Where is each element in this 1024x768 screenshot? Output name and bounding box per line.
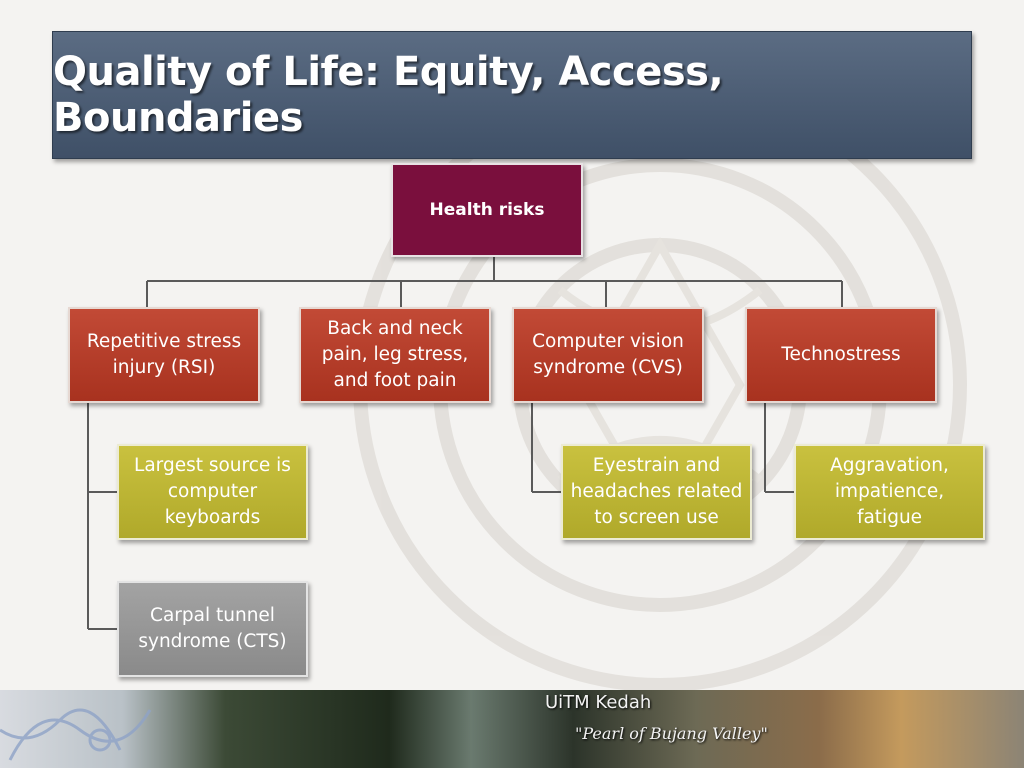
category-node-technostress: Technostress [745,307,937,403]
detail-node-cts: Carpal tunnel syndrome (CTS) [117,581,308,677]
root-label: Health risks [429,200,545,220]
detail-label: Largest source is computer keyboards [134,455,291,528]
category-label: Repetitive stress injury (RSI) [86,331,242,378]
detail-label: Eyestrain and headaches related to scree… [570,455,743,528]
detail-label: Aggravation, impatience, fatigue [830,455,949,528]
category-node-rsi: Repetitive stress injury (RSI) [68,307,260,403]
slide-title: Quality of Life: Equity, Access, Boundar… [53,49,724,141]
category-label: Back and neck pain, leg stress, and foot… [321,318,469,391]
category-label: Technostress [781,344,901,365]
root-node-health-risks: Health risks [391,163,583,257]
category-label: Computer vision syndrome (CVS) [532,331,684,378]
title-bar: Quality of Life: Equity, Access, Boundar… [52,31,972,159]
detail-node-keyboards: Largest source is computer keyboards [117,444,308,540]
footer-tagline: "Pearl of Bujang Valley" [575,724,768,743]
category-node-cvs: Computer vision syndrome (CVS) [512,307,704,403]
detail-node-eyestrain: Eyestrain and headaches related to scree… [561,444,752,540]
footer-photo-strip: UiTM Kedah "Pearl of Bujang Valley" [0,690,1024,768]
detail-node-aggravation: Aggravation, impatience, fatigue [794,444,985,540]
detail-label: Carpal tunnel syndrome (CTS) [138,605,287,652]
category-node-back-neck-pain: Back and neck pain, leg stress, and foot… [299,307,491,403]
footer-brand: UiTM Kedah [545,692,652,713]
batik-pattern-icon [0,708,152,761]
